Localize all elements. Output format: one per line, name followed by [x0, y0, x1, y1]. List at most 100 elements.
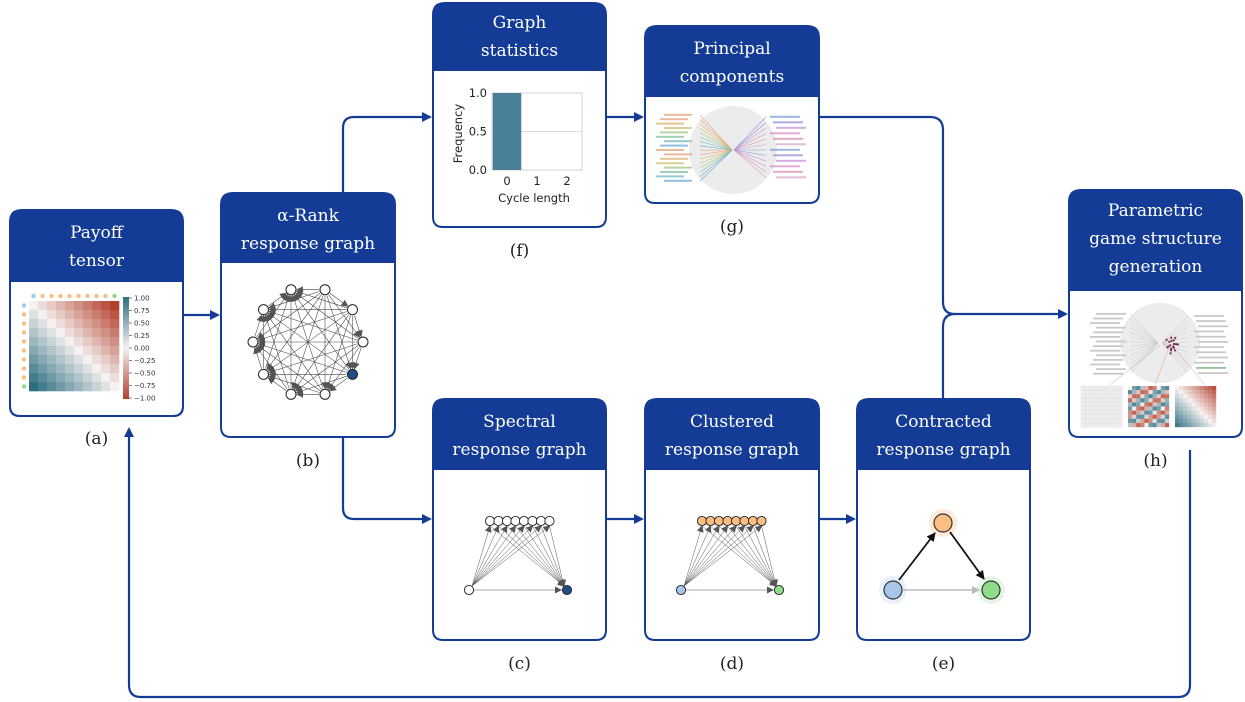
node-orange	[933, 513, 953, 533]
gen-label	[1093, 331, 1123, 334]
mini-tensor-cell	[1152, 386, 1157, 391]
mini-tensor-cell	[1093, 394, 1098, 399]
graph-node	[258, 304, 270, 316]
panel-h: Parametric game structure generation (h)	[1068, 189, 1243, 471]
graph-edge	[471, 525, 525, 587]
colorbar	[123, 297, 129, 399]
panel-e: Contracted response graph (e)	[856, 398, 1031, 674]
mini-tensor-cell	[1109, 394, 1115, 399]
edge-blue-orange	[898, 532, 936, 581]
heatmap-cell	[83, 337, 93, 347]
heatmap-cell	[101, 310, 111, 320]
mini-tensor-cell	[1164, 394, 1170, 399]
mini-tensor-cell	[1084, 418, 1090, 424]
mini-tensor-cell	[1105, 402, 1111, 407]
gen-sample	[1176, 343, 1180, 346]
pca-loading	[699, 141, 733, 151]
gen-label	[1093, 359, 1123, 361]
graph-edge	[268, 310, 358, 341]
heatmap-cell	[38, 337, 48, 347]
graph-edge	[471, 525, 500, 587]
gen-sample	[1169, 344, 1172, 347]
graph-edge	[265, 294, 291, 369]
gen-label	[1093, 317, 1123, 320]
strategy-dot	[21, 312, 27, 317]
heatmap-cell	[83, 373, 93, 383]
mini-tensor-cell	[1207, 406, 1213, 411]
mini-tensor-cell	[1164, 422, 1170, 428]
mini-tensor-cell	[1179, 386, 1184, 391]
mini-tensor-cell	[1089, 410, 1094, 416]
pca-loading	[699, 149, 733, 155]
heatmap-cell	[83, 310, 93, 320]
panel-h-caption: (h)	[1143, 451, 1167, 471]
mini-tensor-cell	[1152, 398, 1157, 403]
heatmap-cell	[65, 346, 75, 356]
heatmap-cell	[38, 355, 48, 365]
mini-tensor-cell	[1183, 422, 1188, 428]
heatmap-cell	[92, 382, 102, 392]
mini-tensor-cell	[1144, 394, 1149, 399]
panel-b-header	[221, 193, 395, 263]
graph-edge	[268, 374, 320, 393]
gen-sample	[1172, 345, 1175, 348]
heatmap-cell	[101, 301, 111, 311]
mini-tensor-cell	[1203, 418, 1208, 424]
graph-node	[747, 515, 759, 527]
pca-label	[656, 175, 684, 178]
panel-c-frame	[432, 398, 607, 641]
mini-tensor-cell	[1144, 410, 1149, 415]
mini-tensor-cell	[1183, 398, 1188, 403]
mini-tensor-cell	[1080, 398, 1086, 403]
heatmap-cell	[101, 355, 111, 365]
mini-tensor-cell	[1179, 422, 1184, 428]
gen-loading	[1129, 342, 1159, 361]
mini-tensor-cell	[1109, 410, 1115, 416]
pca-loading	[733, 116, 767, 151]
mini-tensor-cell	[1128, 390, 1133, 395]
graph-edge	[268, 292, 287, 307]
mini-tensor-cell	[1117, 422, 1123, 428]
mini-tensor-cell	[1175, 402, 1180, 407]
mini-tensor-cell	[1097, 410, 1102, 416]
panel-d-title-line1: Clustered	[690, 412, 774, 432]
heatmap-cell	[65, 310, 75, 320]
mini-tensor-cell	[1148, 398, 1153, 403]
strategy-dot	[21, 339, 27, 344]
pca-loading	[699, 127, 733, 151]
gen-loading	[1161, 342, 1189, 353]
graph-node	[544, 515, 555, 527]
mini-tensor-cell	[1101, 418, 1106, 424]
gen-label	[1096, 354, 1126, 357]
graph-edge	[523, 525, 565, 587]
heatmap-cell	[47, 319, 57, 329]
pca-loading	[699, 114, 733, 151]
mini-tensor-cell	[1093, 410, 1098, 416]
heatmap-cell	[101, 319, 111, 329]
mini-tensor-cell	[1156, 402, 1161, 407]
mini-tensor-cell	[1207, 418, 1213, 424]
node-blue	[883, 580, 903, 600]
strategy-dot	[21, 330, 27, 335]
gen-label	[1196, 351, 1226, 354]
pca-label	[770, 132, 800, 135]
pca-label	[656, 122, 684, 125]
mini-tensor-cell	[1211, 406, 1217, 411]
gen-sample	[1170, 336, 1173, 339]
gen-label	[1194, 330, 1224, 333]
gen-loading	[1129, 332, 1159, 344]
heatmap-cell	[29, 364, 39, 374]
mini-tensor-cell	[1101, 414, 1106, 420]
heatmap-cell	[65, 328, 75, 338]
gen-sample	[1167, 345, 1170, 348]
heatmap-cell	[92, 337, 102, 347]
heatmap-cell	[47, 310, 57, 320]
mini-tensor-cell	[1191, 422, 1196, 428]
mini-tensor-cell	[1175, 410, 1180, 415]
mini-tensor-cell	[1113, 406, 1119, 411]
mini-tensor-cell	[1211, 410, 1217, 415]
mini-tensor-cell	[1136, 422, 1141, 428]
mini-tensor-cell	[1207, 390, 1213, 395]
gen-loading	[1129, 313, 1159, 344]
panel-e-caption: (e)	[932, 654, 955, 674]
